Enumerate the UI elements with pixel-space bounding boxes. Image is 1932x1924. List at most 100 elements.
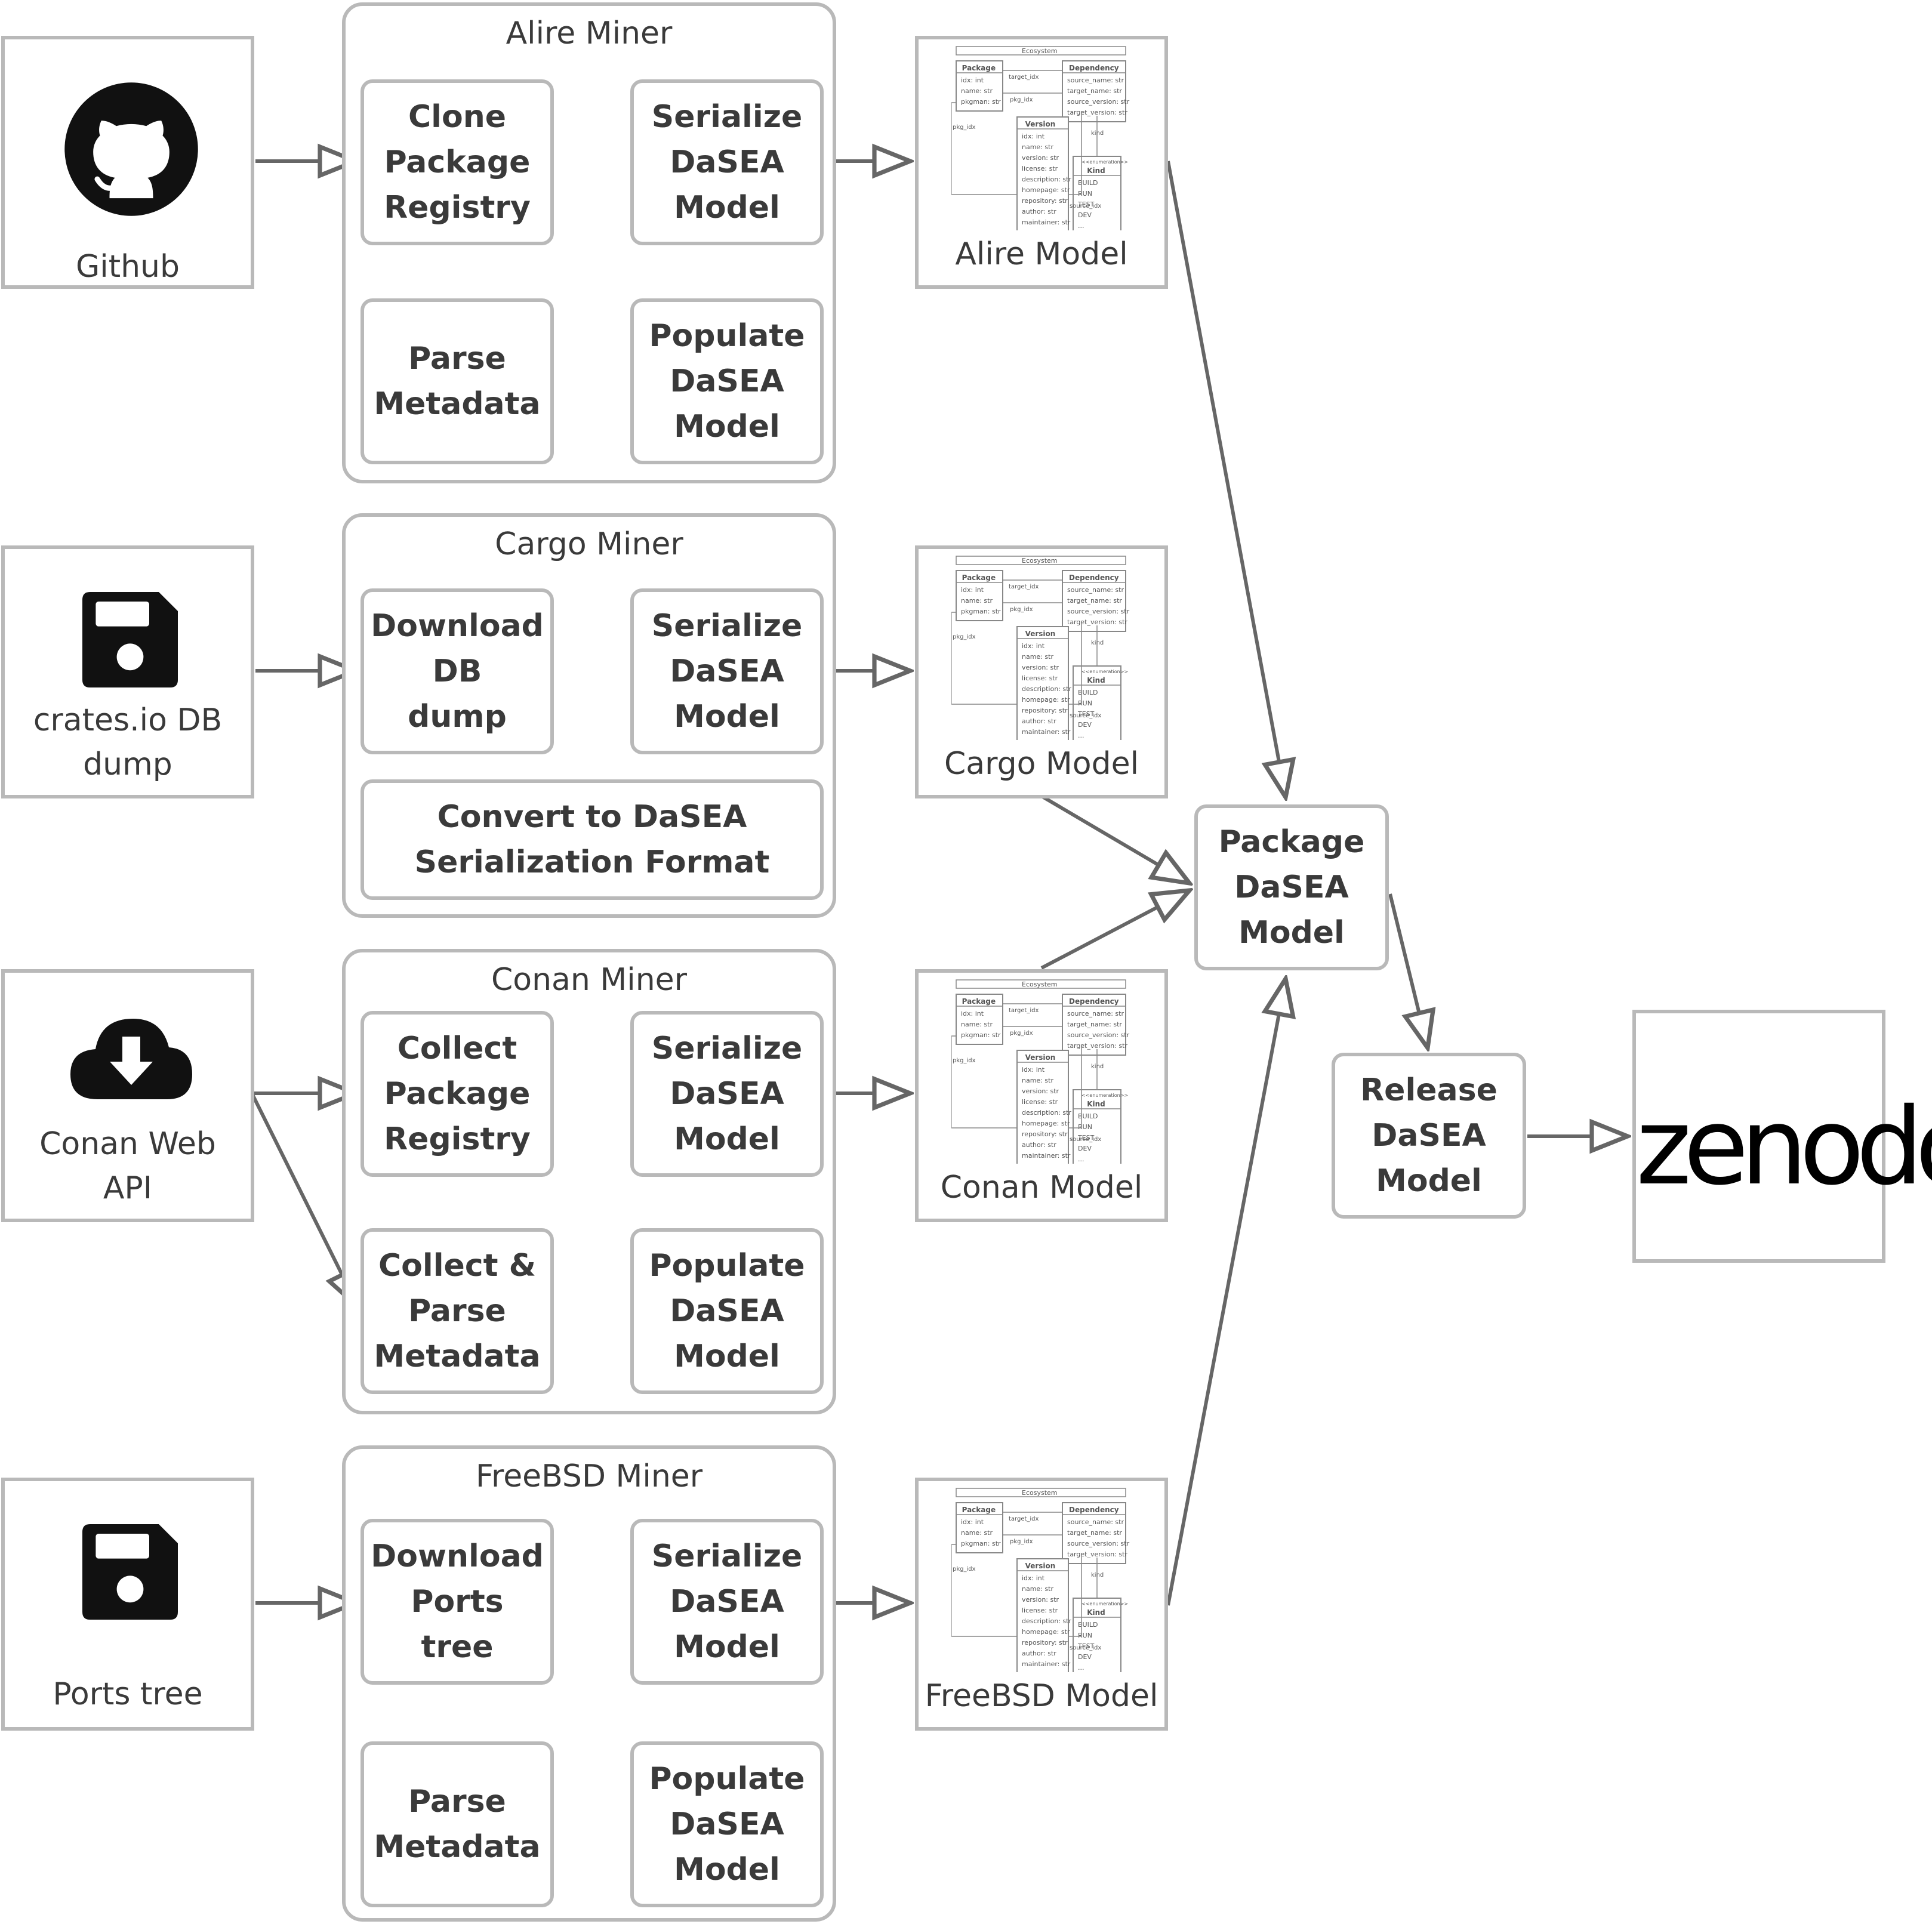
uml-edge-label: kind <box>1091 1572 1104 1578</box>
zenodo-logo: zenodo <box>1636 1085 1932 1208</box>
step-populate-model: Populate DaSEA Model <box>630 1741 824 1907</box>
uml-field: DEV <box>1078 1145 1092 1152</box>
uml-field: name: str <box>961 597 993 605</box>
step-parse-metadata: Parse Metadata <box>360 298 554 464</box>
uml-field: homepage: str <box>1022 186 1070 194</box>
uml-edge-label: pkg_idx <box>1010 97 1033 103</box>
uml-field: DEV <box>1078 211 1092 219</box>
step-download-db-dump: Download DB dump <box>360 588 554 754</box>
uml-field: source_version: str <box>1067 98 1130 106</box>
uml-field: source_name: str <box>1067 1010 1124 1018</box>
uml-field: source_version: str <box>1067 1031 1130 1039</box>
step-clone-package-registry: Clone Package Registry <box>360 79 554 245</box>
floppy-disk-icon <box>82 1524 178 1620</box>
uml-class-name: Dependency <box>1069 1506 1119 1514</box>
uml-field: RUN <box>1078 190 1092 198</box>
uml-ecosystem <box>956 1488 1126 1497</box>
uml-class-name: Package <box>962 1506 996 1514</box>
arrow-model-to-package <box>1040 794 1190 883</box>
uml-field: target_name: str <box>1067 1529 1122 1537</box>
arrow-model-to-package <box>1166 979 1286 1606</box>
uml-field: idx: int <box>1022 642 1045 650</box>
uml-package <box>956 1502 1003 1553</box>
uml-field: RUN <box>1078 1632 1092 1639</box>
uml-field: RUN <box>1078 699 1092 707</box>
uml-class-name: Kind <box>1087 1608 1105 1617</box>
uml-ecosystem-title: Ecosystem <box>1022 47 1058 55</box>
uml-class-name: Dependency <box>1069 64 1119 72</box>
uml-class-name: Kind <box>1087 1100 1105 1108</box>
uml-package <box>956 994 1003 1045</box>
uml-field: ... <box>1078 732 1084 739</box>
uml-package <box>956 570 1003 621</box>
uml-field: TEST <box>1077 1642 1095 1650</box>
uml-dependency <box>1062 1502 1126 1564</box>
uml-field: repository: str <box>1022 1639 1068 1646</box>
step-serialize-model: Serialize DaSEA Model <box>630 79 824 245</box>
miner-title: Conan Miner <box>491 962 688 998</box>
step-collect-package-registry: Collect Package Registry <box>360 1011 554 1177</box>
uml-field: pkgman: str <box>961 608 1001 615</box>
uml-class-name: Version <box>1025 1562 1056 1570</box>
uml-field: repository: str <box>1022 707 1068 714</box>
uml-dependency <box>1062 60 1126 122</box>
uml-field: repository: str <box>1022 1130 1068 1138</box>
uml-field: source_name: str <box>1067 76 1124 84</box>
uml-field: idx: int <box>1022 1066 1045 1074</box>
uml-stereotype: <<enumeration>> <box>1081 159 1128 165</box>
uml-field: ... <box>1078 1664 1084 1672</box>
uml-field: maintainer: str <box>1022 728 1071 736</box>
uml-field: homepage: str <box>1022 1628 1070 1636</box>
uml-edge-label: target_idx <box>1009 584 1039 590</box>
uml-field: author: str <box>1022 717 1056 725</box>
uml-field: DEV <box>1078 721 1092 729</box>
uml-field: target_name: str <box>1067 1020 1122 1028</box>
uml-field: source_version: str <box>1067 1540 1130 1547</box>
uml-field: maintainer: str <box>1022 218 1071 226</box>
uml-field: license: str <box>1022 165 1058 172</box>
uml-field: BUILD <box>1078 179 1098 187</box>
uml-class-name: Dependency <box>1069 574 1119 582</box>
uml-field: ... <box>1078 222 1084 230</box>
step-populate-model: Populate DaSEA Model <box>630 298 824 464</box>
uml-edge-label: kind <box>1091 640 1104 646</box>
uml-field: idx: int <box>1022 132 1045 140</box>
uml-ecosystem <box>956 979 1126 989</box>
uml-version <box>1016 1050 1069 1166</box>
uml-edge-label: target_idx <box>1009 74 1039 81</box>
uml-version <box>1016 626 1069 742</box>
uml-field: BUILD <box>1078 1112 1098 1120</box>
uml-field: description: str <box>1022 1109 1071 1117</box>
uml-field: source_name: str <box>1067 586 1124 594</box>
uml-class-name: Kind <box>1087 676 1105 684</box>
uml-field: idx: int <box>1022 1574 1045 1582</box>
uml-field: target_name: str <box>1067 597 1122 605</box>
uml-field: target_name: str <box>1067 87 1122 95</box>
step-collect-parse-metadata: Collect & Parse Metadata <box>360 1228 554 1394</box>
uml-field: license: str <box>1022 1607 1058 1614</box>
step-populate-model: Populate DaSEA Model <box>630 1228 824 1394</box>
uml-field: TEST <box>1077 201 1095 208</box>
uml-field: name: str <box>1022 653 1053 661</box>
uml-field: pkgman: str <box>961 98 1001 106</box>
uml-edge-label: kind <box>1091 130 1104 137</box>
arrow-source-to-miner <box>250 1092 358 1307</box>
cloud-download-icon <box>70 1019 192 1099</box>
step-serialize-model: Serialize DaSEA Model <box>630 588 824 754</box>
model-label: Alire Model <box>955 236 1128 272</box>
uml-field: homepage: str <box>1022 696 1070 704</box>
arrow-model-to-package <box>1166 161 1286 797</box>
uml-stereotype: <<enumeration>> <box>1081 1601 1128 1607</box>
uml-ecosystem <box>956 46 1126 56</box>
uml-edge-label: source_idx <box>1070 713 1101 719</box>
miner-title: FreeBSD Miner <box>475 1459 703 1494</box>
uml-field: version: str <box>1022 1596 1059 1604</box>
source-github: Github <box>1 36 254 289</box>
uml-field: target_version: str <box>1067 1042 1127 1050</box>
uml-field: TEST <box>1077 1134 1095 1142</box>
